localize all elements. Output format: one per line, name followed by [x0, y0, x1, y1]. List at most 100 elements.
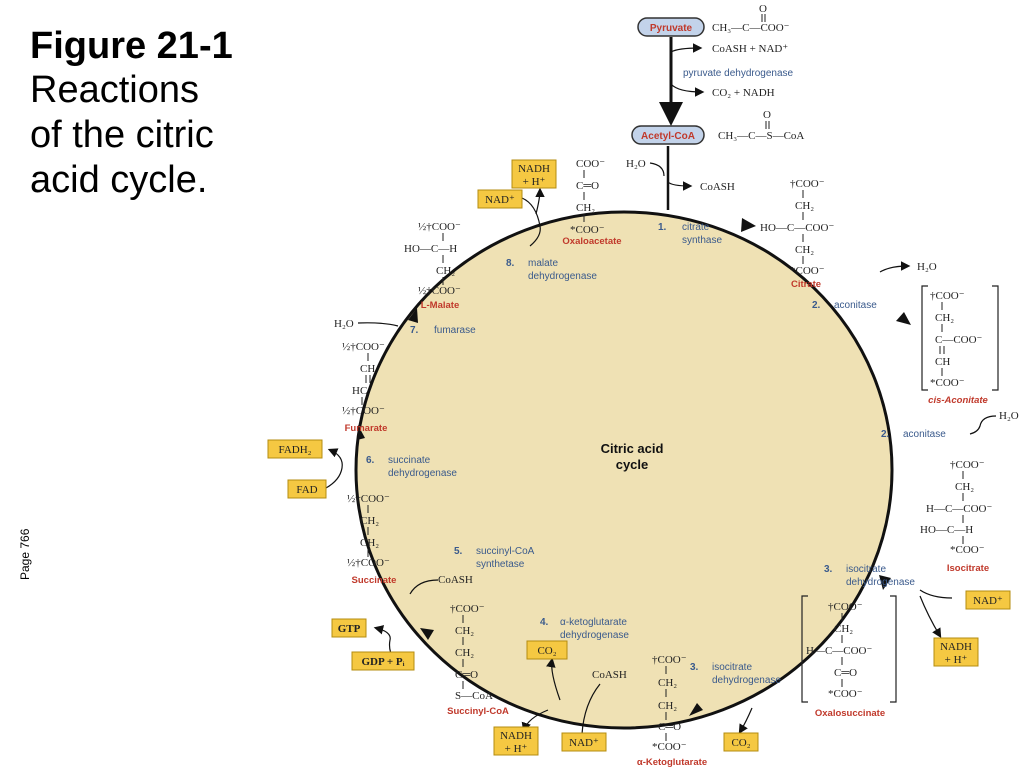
nadh-h-bottom-line-1: NADH — [500, 730, 532, 742]
svg-text:H—C—COO⁻: H—C—COO⁻ — [806, 645, 873, 657]
enzyme-4-line-1: α-ketoglutarate — [560, 617, 627, 628]
ketoglutarate-label: α-Ketoglutarate — [637, 757, 707, 768]
svg-text:C═O: C═O — [455, 669, 478, 681]
svg-text:H—C—COO⁻: H—C—COO⁻ — [926, 503, 993, 515]
nadh-h-right-line-1: NADH — [940, 641, 972, 653]
enzyme-7-number: 7. — [410, 325, 419, 336]
cycle-disc — [354, 210, 894, 730]
co2-right-box — [723, 732, 759, 752]
enzyme-4-line-2: dehydrogenase — [560, 630, 629, 641]
isocitrate-label: Isocitrate — [947, 563, 989, 574]
nadh-h-right-line-2: + H⁺ — [945, 654, 968, 666]
enzyme-4-number: 4. — [540, 617, 549, 628]
citrate-synthase-water: H₂O — [626, 158, 646, 170]
svg-text:†COO⁻: †COO⁻ — [652, 654, 687, 666]
enzyme-3a-line-2: dehydrogenase — [846, 577, 915, 588]
enzyme-3b-line-2: dehydrogenase — [712, 675, 781, 686]
svg-text:HO—C—H: HO—C—H — [920, 524, 973, 536]
svg-text:CH₂: CH₂ — [658, 700, 677, 712]
fumarate-structure: ½†COO⁻ CH HC ½†COO⁻ — [342, 341, 385, 417]
cycle-arrowhead — [741, 218, 756, 232]
fumarate-label: Fumarate — [345, 423, 388, 434]
svg-text:CH: CH — [935, 356, 950, 368]
enzyme-8-number: 8. — [506, 258, 515, 269]
nad-bottom-box — [561, 732, 607, 752]
gtp-label: GTP — [338, 623, 361, 635]
svg-text:HO—C—H: HO—C—H — [404, 243, 457, 255]
ketoglutarate-structure: †COO⁻ CH₂ CH₂ C═O *COO⁻ — [652, 654, 687, 753]
cycle-arrowhead — [689, 703, 703, 716]
svg-text:CH₂: CH₂ — [795, 200, 814, 212]
nadh-h-bottom-box — [493, 726, 539, 756]
svg-text:*COO⁻: *COO⁻ — [930, 377, 965, 389]
enzyme-1-line-2: synthase — [682, 235, 722, 246]
nadh-h-top-box — [511, 159, 557, 189]
fad-label: FAD — [296, 484, 317, 496]
svg-text:†COO⁻: †COO⁻ — [790, 178, 825, 190]
acetyl-coa-formula: CH₃—C—S—CoA — [718, 130, 804, 142]
co2-right-label: CO₂ — [731, 737, 750, 749]
cycle-arrowhead — [357, 425, 365, 440]
malate-label: L-Malate — [421, 300, 460, 311]
cycle-arrowhead — [420, 628, 434, 640]
svg-text:CH₂: CH₂ — [955, 481, 974, 493]
figure-number: Figure 21-1 — [30, 25, 233, 67]
svg-text:CH₂: CH₂ — [935, 312, 954, 324]
svg-text:½†COO⁻: ½†COO⁻ — [342, 405, 385, 417]
nad-bottom-label: NAD⁺ — [569, 737, 599, 749]
svg-text:½†COO⁻: ½†COO⁻ — [347, 557, 390, 569]
enzyme-2a-line-1: aconitase — [834, 300, 877, 311]
nad-right-box — [965, 590, 1011, 610]
enzyme-1-line-1: citrate — [682, 222, 710, 233]
isocitrate-structure: †COO⁻ CH₂ H—C—COO⁻ HO—C—H *COO⁻ — [920, 459, 993, 556]
nadh-h-bottom-line-2: + H⁺ — [505, 743, 528, 755]
figure-caption-line-2: of the citric — [30, 114, 214, 156]
citrate-label: Citrate — [791, 279, 821, 290]
gdp-pi-label: GDP + Pᵢ — [361, 656, 404, 668]
aconitase-water-in: H₂O — [999, 410, 1019, 422]
enzyme-5-number: 5. — [454, 546, 463, 557]
svg-text:†COO⁻: †COO⁻ — [950, 459, 985, 471]
svg-text:O: O — [763, 109, 771, 121]
pyruvate-pill — [637, 17, 705, 37]
enzyme-6-line-2: dehydrogenase — [388, 468, 457, 479]
svg-text:CH₂: CH₂ — [834, 623, 853, 635]
nad-top-box — [477, 189, 523, 209]
svg-text:CH₂: CH₂ — [436, 265, 455, 277]
svg-text:CH: CH — [360, 363, 375, 375]
enzyme-6-number: 6. — [366, 455, 375, 466]
fadh2-label: FADH₂ — [279, 444, 312, 456]
aconitase-water-out: H₂O — [917, 261, 937, 273]
succinyl-coa-label: Succinyl-CoA — [447, 706, 509, 717]
fumarase-water: H₂O — [334, 318, 354, 330]
svg-text:S—CoA: S—CoA — [455, 690, 493, 702]
svg-text:CH₂: CH₂ — [795, 244, 814, 256]
pdh-inputs: CoASH + NAD⁺ — [712, 43, 788, 55]
enzyme-3b-number: 3. — [690, 662, 699, 673]
svg-text:†COO⁻: †COO⁻ — [450, 603, 485, 615]
ketoglutarate-coash: CoASH — [592, 669, 627, 681]
figure-caption-line-3: acid cycle. — [30, 159, 208, 201]
enzyme-3a-number: 3. — [824, 564, 833, 575]
acetyl-coa-label: Acetyl-CoA — [641, 131, 695, 142]
nadh-h-top-line-1: NADH — [518, 163, 550, 175]
svg-text:C═O: C═O — [834, 667, 857, 679]
svg-text:*COO⁻: *COO⁻ — [950, 544, 985, 556]
svg-text:C—COO⁻: C—COO⁻ — [935, 334, 983, 346]
nad-top-label: NAD⁺ — [485, 194, 515, 206]
svg-text:C═O: C═O — [658, 721, 681, 733]
gtp-box — [331, 618, 367, 638]
enzyme-8-line-1: malate — [528, 258, 558, 269]
svg-text:*COO⁻: *COO⁻ — [652, 741, 687, 753]
enzyme-3b-line-1: isocitrate — [712, 662, 752, 673]
svg-text:CH₂: CH₂ — [360, 515, 379, 527]
svg-text:HC: HC — [352, 385, 367, 397]
enzyme-2a-number: 2. — [812, 300, 821, 311]
fad-box — [287, 479, 327, 499]
nadh-h-right-box — [933, 637, 979, 667]
cycle-arrowhead — [896, 312, 911, 325]
malate-structure: ½†COO⁻ HO—C—H CH₂ ½†COO⁻ — [404, 221, 461, 297]
nad-right-label: NAD⁺ — [973, 595, 1003, 607]
center-label-line-1: Citric acid — [601, 441, 664, 456]
acetyl-coa-pill — [631, 125, 705, 145]
